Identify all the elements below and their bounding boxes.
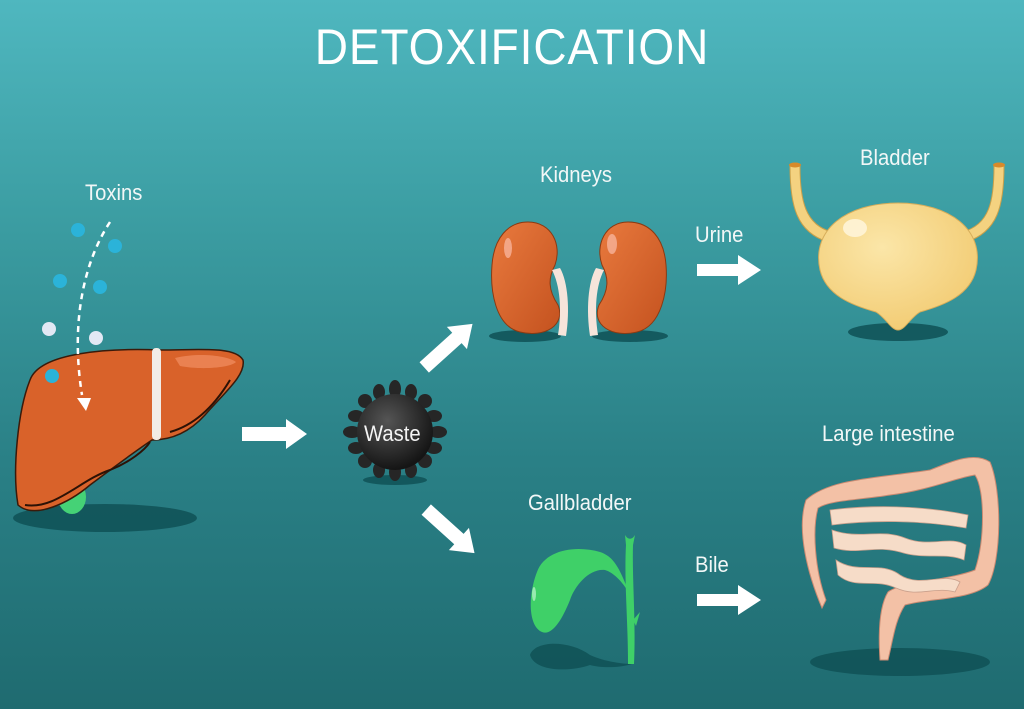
liver-illustration bbox=[13, 348, 244, 532]
label-gallbladder: Gallbladder bbox=[528, 490, 632, 515]
arrow-waste-to-gallbladder bbox=[421, 504, 475, 554]
toxin-particles bbox=[42, 223, 122, 383]
label-urine: Urine bbox=[695, 222, 744, 247]
toxin-path-dashed-arrow bbox=[76, 221, 112, 411]
gallbladder-illustration bbox=[530, 535, 640, 670]
label-bladder: Bladder bbox=[860, 145, 930, 170]
arrow-bile bbox=[697, 585, 761, 615]
label-bile: Bile bbox=[695, 552, 729, 577]
label-kidneys: Kidneys bbox=[540, 162, 613, 187]
label-toxins: Toxins bbox=[85, 180, 143, 205]
arrow-liver-to-waste bbox=[242, 419, 307, 449]
arrow-waste-to-kidneys bbox=[419, 323, 473, 373]
label-waste: Waste bbox=[364, 421, 421, 446]
large-intestine-illustration bbox=[801, 456, 1000, 676]
arrow-urine bbox=[697, 255, 761, 285]
page-title: DETOXIFICATION bbox=[314, 19, 710, 75]
label-large-intestine: Large intestine bbox=[822, 421, 955, 446]
waste-icon bbox=[343, 380, 447, 485]
bladder-illustration bbox=[789, 162, 1005, 341]
kidneys-illustration bbox=[489, 221, 668, 342]
